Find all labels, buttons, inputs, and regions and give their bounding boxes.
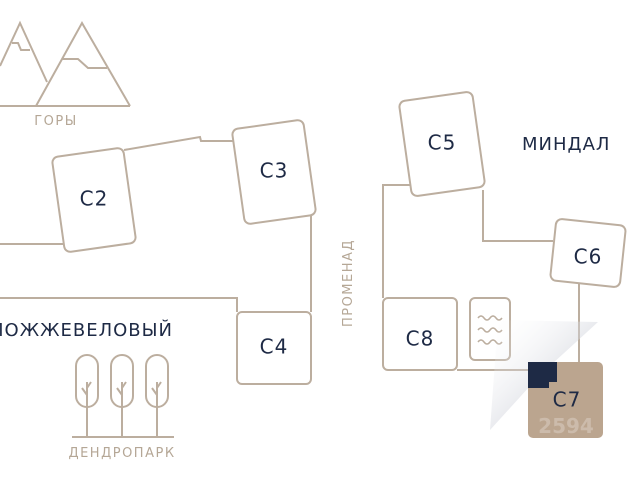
svg-text:C2: C2 (80, 187, 109, 211)
paths (0, 135, 580, 371)
building-c4[interactable]: C4 (236, 311, 312, 385)
watermark: 2594 (538, 414, 594, 438)
svg-text:C4: C4 (260, 335, 289, 359)
zone-almond-label: МИНДАЛ (522, 134, 610, 155)
promenade-label: ПРОМЕНАД (341, 239, 356, 327)
svg-text:C8: C8 (406, 327, 435, 351)
view-cone (490, 320, 598, 430)
mountains-label: ГОРЫ (34, 114, 77, 129)
dendropark-label: ДЕНДРОПАРК (68, 446, 175, 461)
location-marker-icon (528, 362, 557, 388)
svg-text:C5: C5 (428, 131, 457, 155)
svg-text:C7: C7 (553, 388, 582, 412)
svg-text:C3: C3 (260, 159, 289, 183)
svg-text:C6: C6 (574, 245, 603, 269)
zone-juniper-label: МОЖЖЕВЕЛОВЫЙ (0, 319, 173, 341)
building-c7-selected[interactable]: C7 2594 (528, 362, 603, 438)
building-c5[interactable]: C5 (398, 91, 486, 197)
trees-icon (72, 354, 174, 438)
building-c6[interactable]: C6 (549, 218, 627, 288)
mountains-icon (0, 20, 131, 107)
building-c3[interactable]: C3 (231, 119, 317, 225)
building-c8[interactable]: C8 (382, 297, 458, 371)
building-c2[interactable]: C2 (51, 147, 137, 253)
